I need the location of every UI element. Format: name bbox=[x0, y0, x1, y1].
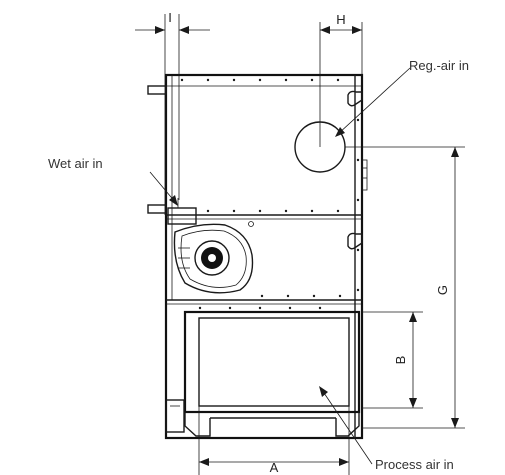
rivet-dot bbox=[228, 306, 232, 310]
rivet-dot bbox=[336, 78, 340, 82]
lower-left-pipe-stub bbox=[147, 204, 167, 214]
reg-air-in-label: Reg.-air in bbox=[409, 58, 469, 73]
rivet-dot bbox=[232, 78, 236, 82]
rivet-dot bbox=[258, 306, 262, 310]
upper-left-pipe-stub bbox=[147, 85, 167, 95]
rivet-dot bbox=[356, 118, 360, 122]
rivet-dot bbox=[260, 294, 264, 298]
rivet-dot bbox=[312, 294, 316, 298]
rivet-dot bbox=[356, 288, 360, 292]
callout-wet-air: Wet air in bbox=[48, 156, 178, 206]
dim-g-label: G bbox=[435, 285, 450, 295]
dim-i-arrow-left bbox=[155, 26, 165, 34]
process-air-in-label: Process air in bbox=[375, 457, 454, 472]
left-lower-mount bbox=[165, 399, 185, 433]
rivet-dot bbox=[318, 306, 322, 310]
rivet-dot bbox=[284, 78, 288, 82]
process-air-inlet bbox=[165, 310, 361, 437]
reg-air-arrow bbox=[335, 127, 345, 137]
dimension-b: B bbox=[362, 311, 423, 409]
middle-latch bbox=[347, 232, 363, 250]
callout-reg-air: Reg.-air in bbox=[335, 58, 469, 137]
rivet-dot bbox=[310, 78, 314, 82]
rivet-dot bbox=[206, 209, 210, 213]
dim-b-label: B bbox=[393, 356, 408, 365]
dim-g-arrow-top bbox=[451, 147, 459, 157]
dim-b-arrow-top bbox=[409, 312, 417, 322]
cabinet-outline bbox=[164, 73, 364, 440]
upper-latch bbox=[347, 90, 363, 107]
dimension-g: G bbox=[345, 146, 465, 429]
dimension-h: H bbox=[319, 12, 363, 147]
dim-a-arrow-right bbox=[339, 458, 349, 466]
process-air-inner-frame bbox=[198, 317, 350, 407]
dim-h-arrow-right bbox=[352, 26, 362, 34]
rivet-dot bbox=[288, 306, 292, 310]
rivet-dot bbox=[198, 306, 202, 310]
right-latches bbox=[347, 90, 368, 250]
callout-process-air: Process air in bbox=[319, 386, 454, 472]
dim-h-arrow-left bbox=[320, 26, 330, 34]
dimension-a: A bbox=[198, 406, 350, 475]
side-connector bbox=[361, 159, 368, 191]
dim-h-label: H bbox=[336, 12, 345, 27]
fan-hub-center bbox=[208, 254, 216, 262]
rivet-dot bbox=[310, 209, 314, 213]
rivet-dot bbox=[356, 198, 360, 202]
dim-a-label: A bbox=[270, 460, 279, 475]
rivet-dot bbox=[258, 209, 262, 213]
fan-scroll-housing bbox=[173, 223, 254, 294]
process-air-arrow bbox=[319, 386, 328, 397]
rivet-dot bbox=[286, 294, 290, 298]
dim-i-label: I bbox=[168, 10, 172, 25]
rivet-dot bbox=[356, 158, 360, 162]
cabinet bbox=[164, 73, 364, 440]
wet-air-arrow bbox=[169, 195, 178, 206]
process-air-leader bbox=[321, 389, 373, 465]
rivet-dot bbox=[180, 78, 184, 82]
rivet-dot bbox=[232, 209, 236, 213]
rivet-dot bbox=[336, 209, 340, 213]
base-right-foot bbox=[335, 412, 360, 437]
fan-screw bbox=[248, 221, 254, 227]
fan-assembly bbox=[167, 198, 254, 294]
dim-i-arrow-right bbox=[179, 26, 189, 34]
rivet-dot bbox=[284, 209, 288, 213]
dimension-i: I bbox=[135, 10, 210, 215]
rivet-dots bbox=[180, 78, 360, 310]
rivet-dot bbox=[206, 78, 210, 82]
dim-b-arrow-bottom bbox=[409, 398, 417, 408]
process-air-outer-frame bbox=[183, 310, 361, 414]
base-left-foot bbox=[184, 412, 211, 437]
fan-outer-ring bbox=[194, 240, 230, 276]
left-pipe-stubs bbox=[147, 85, 167, 214]
fan-scroll-inner bbox=[180, 229, 247, 288]
rivet-dot bbox=[356, 248, 360, 252]
rivet-dot bbox=[258, 78, 262, 82]
dim-g-arrow-bottom bbox=[451, 418, 459, 428]
rivet-dot bbox=[338, 294, 342, 298]
reg-air-leader bbox=[337, 67, 411, 135]
dim-a-arrow-left bbox=[199, 458, 209, 466]
wet-air-in-label: Wet air in bbox=[48, 156, 103, 171]
wet-air-duct bbox=[167, 207, 197, 225]
